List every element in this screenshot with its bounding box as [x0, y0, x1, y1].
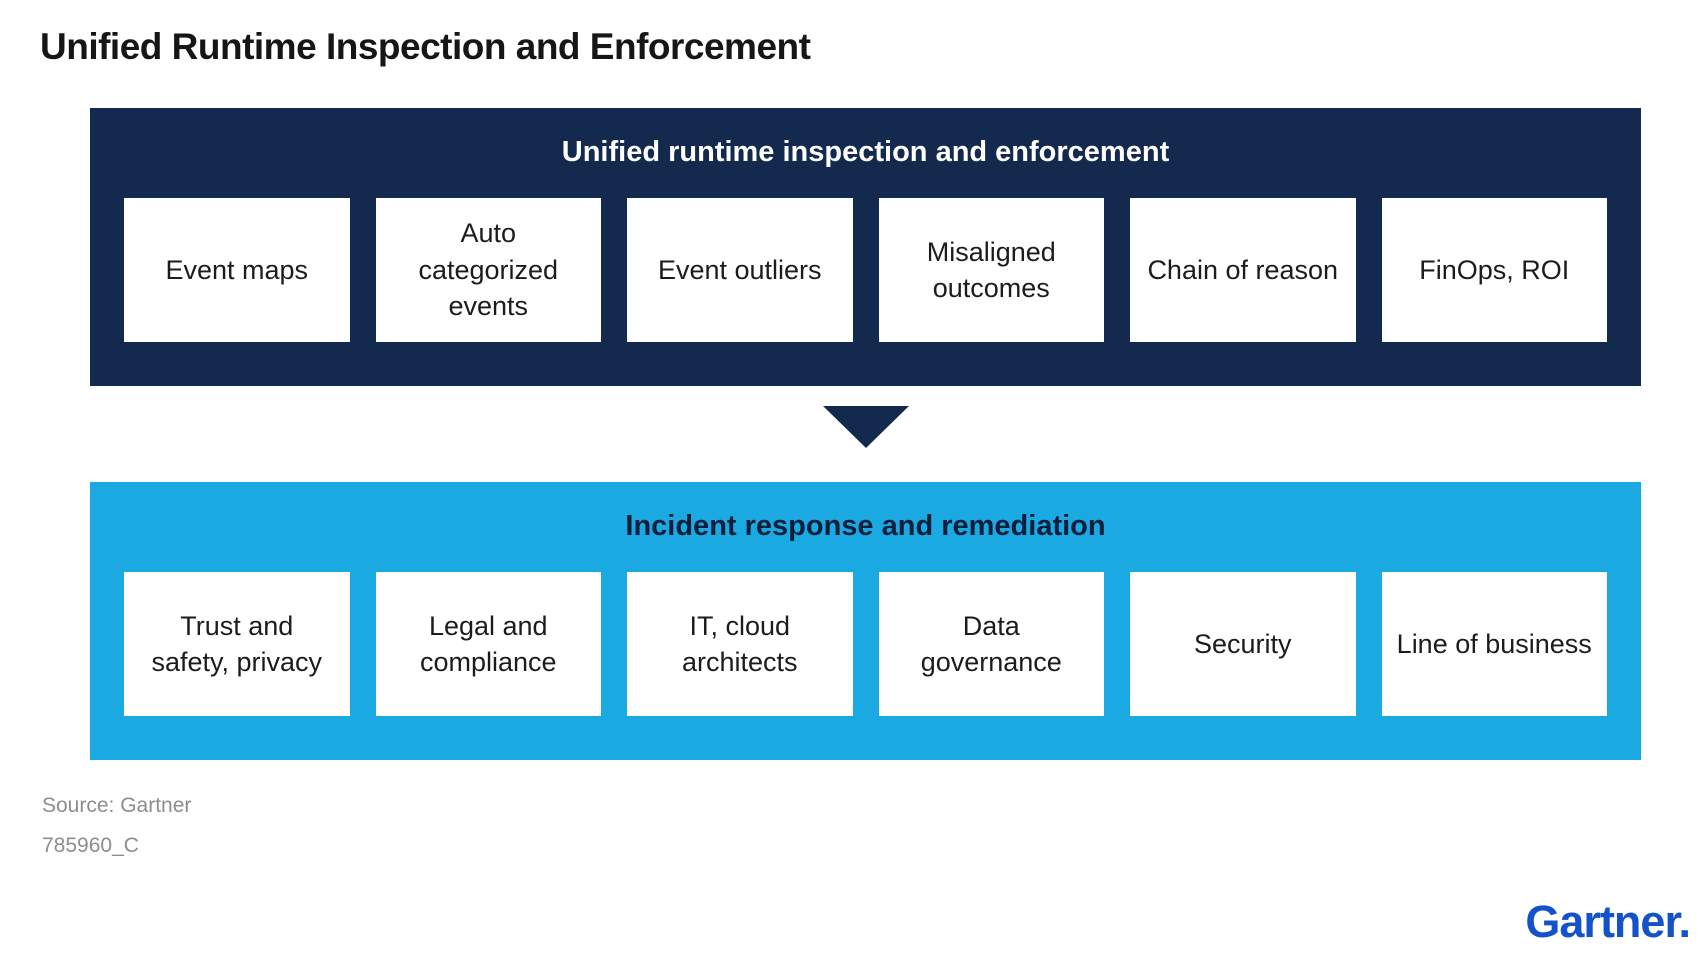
- response-card: IT, cloud architects: [627, 572, 853, 716]
- card-label: FinOps, ROI: [1419, 254, 1570, 285]
- down-arrow-icon: [823, 406, 909, 448]
- inspection-box: Unified runtime inspection and enforceme…: [90, 108, 1641, 386]
- gartner-logo: Gartner.: [1525, 896, 1691, 948]
- page-title: Unified Runtime Inspection and Enforceme…: [40, 26, 811, 67]
- inspection-card: Event outliers: [627, 198, 853, 342]
- logo-registered-mark: .: [1678, 896, 1690, 947]
- response-card: Trust and safety, privacy: [124, 572, 350, 716]
- card-label: Chain of reason: [1147, 254, 1339, 285]
- footer: Source: Gartner 785960_C: [42, 786, 191, 866]
- card-label: Misaligned outcomes: [926, 236, 1056, 303]
- response-box: Incident response and remediation Trust …: [90, 482, 1641, 760]
- response-box-title: Incident response and remediation: [625, 510, 1106, 542]
- card-label: Security: [1193, 628, 1292, 659]
- card-label: Event maps: [165, 254, 309, 285]
- card-label: IT, cloud architects: [681, 610, 798, 677]
- response-card: Legal and compliance: [375, 572, 601, 716]
- inspection-card: Chain of reason: [1130, 198, 1356, 342]
- inspection-card-row: Event maps Auto categorized events Event…: [124, 198, 1607, 342]
- response-card-row: Trust and safety, privacy Legal and comp…: [124, 572, 1607, 716]
- inspection-card: Misaligned outcomes: [878, 198, 1104, 342]
- card-label: Trust and safety, privacy: [151, 610, 323, 677]
- card-label: Auto categorized events: [418, 218, 559, 322]
- card-label: Data governance: [920, 610, 1062, 677]
- inspection-box-title: Unified runtime inspection and enforceme…: [561, 136, 1170, 168]
- response-card: Security: [1130, 572, 1356, 716]
- source-note: Source: Gartner: [42, 794, 192, 817]
- gartner-logo-text: Gartner: [1525, 896, 1679, 947]
- inspection-card: FinOps, ROI: [1381, 198, 1607, 342]
- card-label: Event outliers: [657, 254, 822, 285]
- response-card: Line of business: [1381, 572, 1607, 716]
- inspection-card: Event maps: [124, 198, 350, 342]
- doc-id: 785960_C: [42, 834, 139, 857]
- card-label: Legal and compliance: [419, 610, 557, 677]
- response-card: Data governance: [878, 572, 1104, 716]
- inspection-card: Auto categorized events: [375, 198, 601, 342]
- card-label: Line of business: [1396, 628, 1592, 659]
